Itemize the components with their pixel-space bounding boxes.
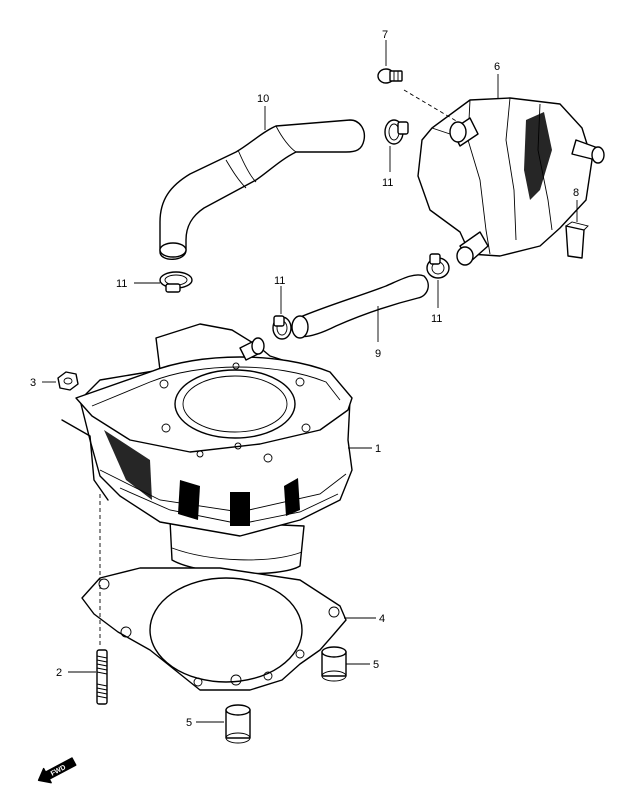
leader-lines <box>42 40 578 723</box>
callout-2: 2 <box>56 667 62 679</box>
callout-8: 8 <box>573 187 579 199</box>
hose-10 <box>159 119 366 260</box>
callout-9: 9 <box>375 348 381 360</box>
bolt-7 <box>377 68 403 84</box>
nut-3 <box>57 371 79 391</box>
dowel-pin-5-bottom <box>225 704 251 744</box>
clamp-11-left <box>159 271 193 293</box>
gasket-4 <box>81 567 347 691</box>
callout-6: 6 <box>494 61 500 73</box>
cylinder-1 <box>61 323 353 575</box>
callout-7: 7 <box>382 29 388 41</box>
clamp-11-right <box>426 253 450 279</box>
callout-10: 10 <box>257 93 269 105</box>
clamp-11-middle <box>272 315 292 340</box>
callout-11-middle: 11 <box>274 275 285 287</box>
callouts: 1 2 3 4 5 5 6 7 8 9 10 11 11 11 11 <box>30 29 579 729</box>
reservoir-tank-6 <box>417 97 605 266</box>
callout-4: 4 <box>379 613 385 625</box>
callout-3: 3 <box>30 377 36 389</box>
callout-5-right: 5 <box>373 659 379 671</box>
callout-5-bottom: 5 <box>186 717 192 729</box>
callout-11-upper: 11 <box>382 177 393 189</box>
dowel-pin-5-right <box>321 646 347 682</box>
clamp-11-upper <box>384 119 409 145</box>
callout-1: 1 <box>375 443 381 455</box>
fwd-label: FWD <box>50 764 67 778</box>
cushion-8 <box>565 221 589 259</box>
stud-bolt-2 <box>96 649 108 705</box>
fwd-arrow-icon: FWD <box>37 757 77 784</box>
callout-11-left: 11 <box>116 278 127 290</box>
callout-11-right: 11 <box>431 313 442 325</box>
hose-9 <box>291 274 429 339</box>
